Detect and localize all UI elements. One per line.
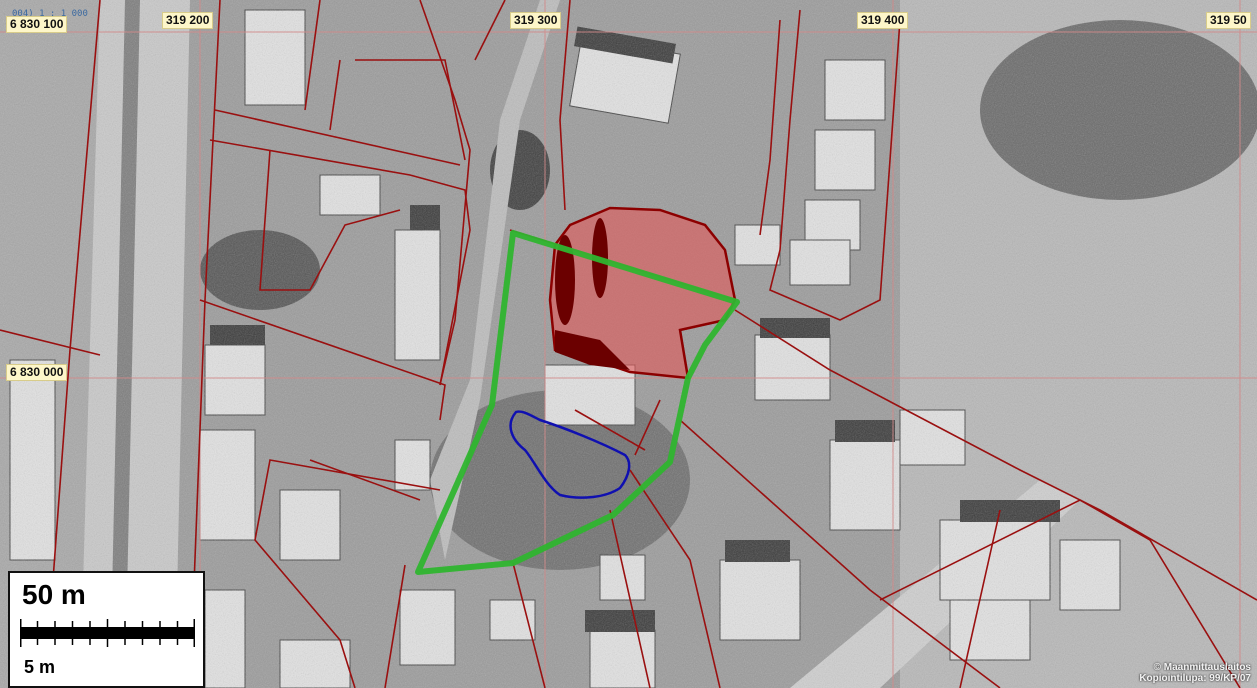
grid-label-x-319400: 319 400 [857,12,909,29]
scale-bar-graphic [20,619,195,647]
red-area-dark-patch [555,330,630,370]
scale-bar-top-label: 50 m [22,579,86,610]
scale-bar-bottom-label: 5 m [24,657,56,677]
grid-label-x-319200: 319 200 [162,12,214,29]
blue-area [509,410,631,499]
scale-bar: 50 m 5 m [8,571,205,688]
copyright-line-1: © Maanmittauslaitos [1153,662,1251,673]
grid-label-y-6830000: 6 830 000 [6,364,68,381]
red-area-dark-tree [555,235,575,325]
copyright-line-2: Kopiointilupa: 99/KP/07 [1139,673,1251,684]
copyright-notice: © Maanmittauslaitos Kopiointilupa: 99/KP… [1139,662,1251,684]
green-area [415,230,740,575]
grid-label-x-319500: 319 50 [1206,12,1251,29]
grid-label-y-6830100: 6 830 100 [6,16,68,33]
grid-label-x-319300: 319 300 [510,12,562,29]
scale-ratio-label: 004) 1 : 1 000 [12,9,88,19]
